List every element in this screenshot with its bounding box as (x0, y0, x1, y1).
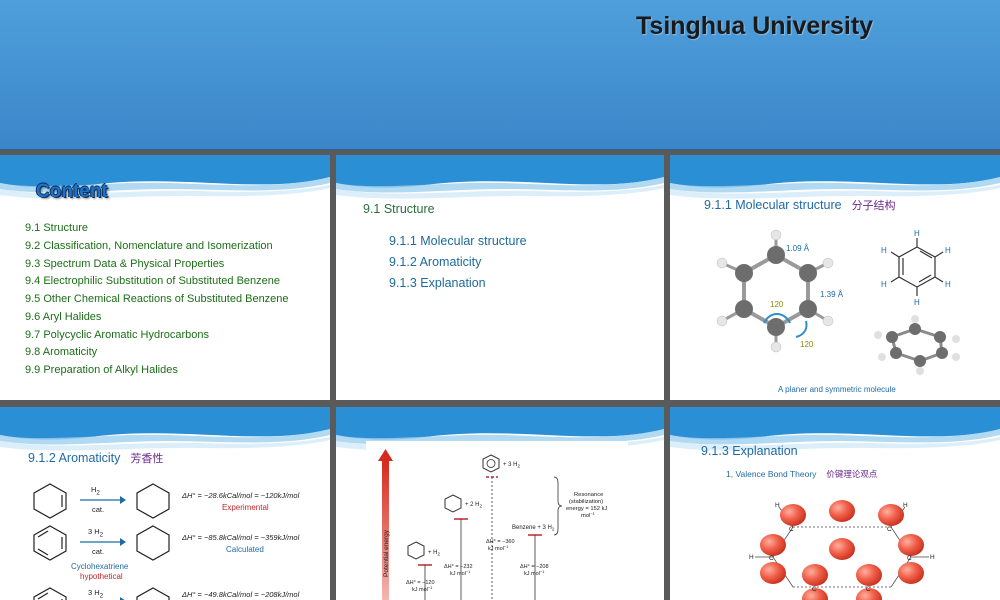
reaction-arrow (80, 538, 126, 546)
slide-thumbnail-structure[interactable]: 9.1 Structure 9.1.1 Molecular structure … (336, 155, 664, 400)
enthalpy-value: ΔH° = −85.8kCal/mol = −359kJ/mol (182, 533, 300, 542)
slide-thumbnail-explanation[interactable]: 9.1.3 Explanation 1, Valence Bond Theory… (670, 407, 1000, 600)
slide-banner (336, 155, 664, 199)
svg-text:Resonance: Resonance (574, 492, 603, 498)
benzene-side-view-model (874, 315, 960, 375)
svg-text:H: H (775, 502, 780, 509)
slide-thumbnail-content[interactable]: Content 9.1 Structure 9.2 Classification… (0, 155, 330, 400)
toc-item: 9.8 Aromaticity (25, 346, 98, 359)
slide-title: 9.1.3 Explanation (701, 444, 798, 458)
cyclohexatriene-label: Cyclohexatriene (71, 562, 129, 571)
title-slide-partial[interactable]: Tsinghua University (0, 0, 1000, 150)
toc-item: 9.5 Other Chemical Reactions of Substitu… (25, 293, 289, 305)
svg-text:H: H (749, 554, 754, 561)
svg-text:H: H (945, 246, 951, 255)
p-orbital-diagram: H H H H C C C C C C (745, 487, 940, 600)
reagent-label: H2 (91, 485, 100, 497)
toc-item: 9.9 Preparation of Alkyl Halides (25, 364, 178, 376)
section-heading: 9.1 Structure (363, 202, 435, 216)
table-of-contents: 9.1 Structure 9.2 Classification, Nomenc… (25, 220, 289, 380)
reagent-label: 3 H2 (88, 527, 104, 539)
cyclohexatriene-structure (33, 525, 67, 561)
svg-text:kJ mol−1: kJ mol−1 (412, 585, 433, 593)
svg-text:H: H (881, 246, 887, 255)
svg-text:H: H (903, 502, 908, 509)
svg-text:H: H (945, 280, 951, 289)
cyclohexane-structure (136, 587, 170, 600)
hypothetical-label: hypothetical (80, 572, 123, 581)
svg-text:Potential energy: Potential energy (383, 529, 390, 577)
subsection-link: 9.1.1 Molecular structure (389, 234, 527, 248)
enthalpy-value: ΔH° = −49.8kCal/mol = −208kJ/mol (182, 590, 300, 599)
svg-text:120: 120 (800, 340, 814, 349)
svg-text:(stabilization): (stabilization) (569, 499, 603, 505)
svg-text:1.39 Å: 1.39 Å (820, 290, 844, 299)
toc-item: 9.1 Structure (25, 222, 88, 234)
svg-text:C: C (907, 555, 912, 562)
svg-text:C: C (866, 586, 871, 593)
toc-item: 9.6 Aryl Halides (25, 310, 102, 323)
svg-text:kJ mol−1: kJ mol−1 (450, 569, 471, 577)
experimental-note: Experimental (222, 503, 269, 512)
svg-text:mol−1: mol−1 (581, 511, 596, 519)
reaction-arrow (80, 496, 126, 504)
condition-label: cat. (92, 547, 105, 556)
svg-text:+ H2: + H2 (428, 550, 441, 557)
svg-text:H: H (881, 280, 887, 289)
reagent-label: 3 H2 (88, 588, 104, 600)
condition-label: cat. (92, 505, 105, 514)
benzene-ball-stick-model: 1.09 Å 1.39 Å 120 120 (700, 225, 860, 365)
toc-item: 9.3 Spectrum Data & Physical Properties (25, 257, 225, 270)
benzene-structure (33, 587, 67, 600)
svg-text:C: C (812, 586, 817, 593)
toc-item: 9.7 Polycyclic Aromatic Hydrocarbons (25, 328, 210, 341)
potential-energy-diagram: Potential energy + 3 H2 + 2 H2 ΔH° = −23… (366, 441, 628, 600)
subsection-link: 9.1.2 Aromaticity (389, 255, 482, 269)
cyclohexene-structure (33, 483, 67, 519)
molecule-caption: A planer and symmetric molecule (778, 385, 896, 394)
svg-text:C: C (887, 526, 892, 533)
benzene-skeletal-structure: H H H H H H (881, 229, 951, 307)
toc-item: 9.2 Classification, Nomenclature and Iso… (25, 239, 273, 252)
svg-text:+ 2 H2: + 2 H2 (465, 502, 483, 509)
slide-banner (670, 155, 1000, 199)
content-title: Content (36, 181, 108, 202)
svg-text:C: C (769, 555, 774, 562)
slide-banner (0, 155, 330, 199)
svg-text:H: H (930, 554, 935, 561)
svg-text:+ 3 H2: + 3 H2 (503, 462, 521, 469)
slide-banner (670, 407, 1000, 451)
svg-text:1.09 Å: 1.09 Å (786, 244, 810, 253)
enthalpy-value: ΔH° = −28.6kCal/mol = −120kJ/mol (182, 491, 300, 500)
toc-item: 9.4 Electrophilic Substitution of Substi… (25, 275, 280, 288)
svg-text:ΔH° = −120: ΔH° = −120 (406, 580, 435, 586)
svg-text:ΔH° = −208: ΔH° = −208 (520, 564, 549, 570)
svg-text:H: H (914, 298, 920, 307)
cyclohexane-structure (136, 483, 170, 519)
svg-text:energy = 152 kJ: energy = 152 kJ (566, 506, 608, 512)
subsection-link: 9.1.3 Explanation (389, 276, 486, 290)
university-name: Tsinghua University (636, 12, 874, 40)
svg-text:C: C (789, 526, 794, 533)
svg-text:kJ mol−1: kJ mol−1 (488, 544, 509, 552)
slide-thumbnail-energy-diagram[interactable]: Potential energy + 3 H2 + 2 H2 ΔH° = −23… (336, 407, 664, 600)
svg-text:H: H (914, 229, 920, 238)
svg-text:ΔH° = −232: ΔH° = −232 (444, 564, 473, 570)
cyclohexane-structure (136, 525, 170, 561)
svg-text:kJ mol−1: kJ mol−1 (524, 569, 545, 577)
svg-text:ΔH° = −360: ΔH° = −360 (486, 539, 515, 545)
slide-banner (0, 407, 330, 451)
reaction-arrow (120, 597, 125, 600)
svg-text:Benzene + 3 H2: Benzene + 3 H2 (512, 525, 555, 532)
calculated-note: Calculated (226, 545, 264, 554)
svg-text:120: 120 (770, 300, 784, 309)
